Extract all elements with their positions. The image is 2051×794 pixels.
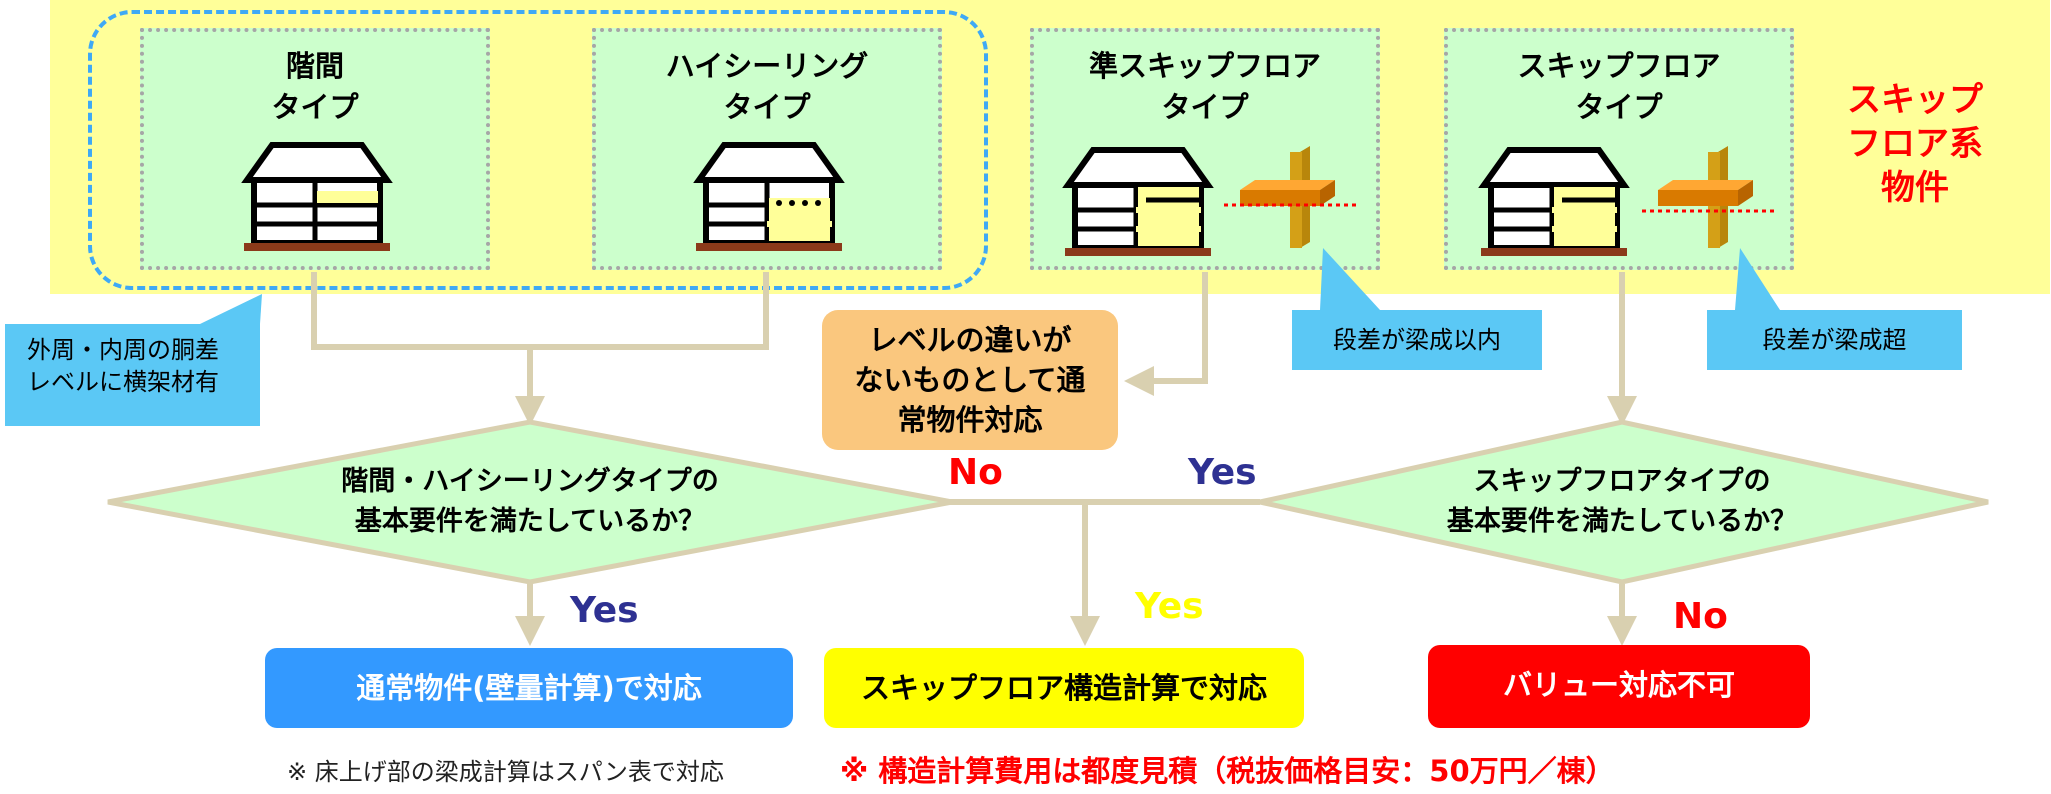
level-note-box: レベルの違いが ないものとして通 常物件対応: [822, 310, 1118, 450]
branch-right-yes: Yes: [1188, 452, 1257, 493]
result-skip-structural-calc: スキップフロア構造計算で対応: [824, 648, 1304, 728]
type-title-line1: スキップフロア: [1517, 49, 1721, 83]
house-semi-skip-icon: [1065, 150, 1211, 256]
decision-right-diamond: [1259, 419, 1989, 585]
result-not-supported: バリュー対応不可: [1428, 645, 1810, 728]
callout-right-tail: [1735, 248, 1780, 310]
branch-left-no: No: [948, 452, 1003, 493]
type-title-line2: タイプ: [271, 90, 359, 124]
type-title-line2: タイプ: [1575, 90, 1663, 124]
type-title-line1: 階間: [285, 49, 344, 83]
decision-left-diamond: [107, 419, 953, 585]
callout-left: 外周・内周の胴差 レベルに横架材有: [5, 324, 260, 426]
decision-right-text: スキップフロアタイプの 基本要件を満たしているか？: [1446, 466, 1798, 537]
type-title-line1: ハイシーリング: [665, 49, 869, 83]
skip-floor-property-label: スキップ フロア系 物件: [1847, 80, 1983, 208]
house-kaikan-icon: [244, 145, 390, 251]
type-title-line1: 準スキップフロア: [1088, 49, 1321, 83]
decision-left-text: 階間・ハイシーリングタイプの 基本要件を満たしているか？: [341, 466, 719, 537]
house-skip-icon: [1481, 150, 1627, 256]
callout-right: 段差が梁成超: [1707, 310, 1962, 370]
house-high-ceiling-icon: [696, 145, 842, 251]
branch-left-yes: Yes: [570, 590, 639, 631]
beam-step-over-icon: [1642, 146, 1776, 248]
callout-mid-tail: [1320, 248, 1380, 310]
type-title-line2: タイプ: [723, 90, 811, 124]
note-right: ※ 構造計算費用は都度見積（税抜価格目安：50万円／棟）: [840, 754, 1615, 788]
branch-center-yes: Yes: [1135, 586, 1204, 627]
beam-step-within-icon: [1224, 146, 1358, 248]
type-title-line2: タイプ: [1161, 90, 1249, 124]
callout-mid: 段差が梁成以内: [1292, 310, 1542, 370]
kaikan-high-ceiling-group: [88, 10, 988, 290]
note-left: ※ 床上げ部の梁成計算はスパン表で対応: [287, 758, 724, 786]
callout-left-tail: [200, 294, 262, 324]
result-normal-wall-calc: 通常物件(壁量計算)で対応: [265, 648, 793, 728]
branch-right-no: No: [1673, 596, 1728, 637]
